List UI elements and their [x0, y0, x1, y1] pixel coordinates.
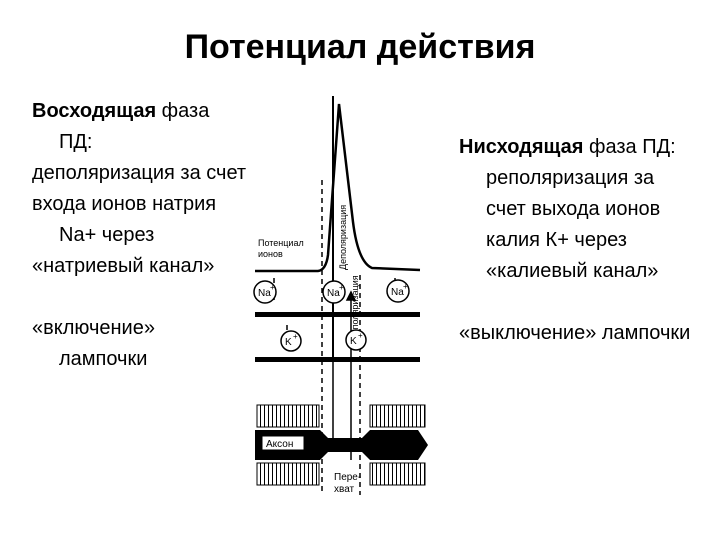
- svg-text:+: +: [270, 283, 275, 292]
- svg-text:+: +: [293, 332, 298, 341]
- potassium-ion-left: K +: [280, 330, 302, 352]
- svg-text:+: +: [339, 283, 344, 292]
- rising-phase-rest: фаза ПД:: [59, 100, 210, 153]
- svg-text:Na: Na: [327, 288, 340, 299]
- membrane-lower: [255, 357, 420, 362]
- myelin-bottom-left: [256, 462, 320, 486]
- repolarization-label: Реполяризация: [350, 275, 360, 340]
- sodium-ion-left: Na +: [253, 280, 277, 304]
- svg-text:+: +: [358, 331, 363, 340]
- left-paragraph-depolarization: деполяризация за счет: [32, 162, 247, 184]
- membrane-upper: [255, 312, 420, 317]
- slide-title: Потенциал действия: [184, 28, 536, 66]
- potential-label: Потенциал: [258, 238, 304, 248]
- node-label-line1: Пере-: [334, 472, 361, 483]
- svg-text:+: +: [403, 282, 408, 291]
- svg-text:K: K: [285, 337, 292, 348]
- svg-text:Na: Na: [258, 288, 271, 299]
- svg-text:Na: Na: [391, 287, 404, 298]
- node-label-line2: хват: [334, 484, 355, 495]
- sodium-ion-center: Na +: [322, 280, 346, 304]
- svg-text:ионов: ионов: [258, 249, 283, 259]
- svg-text:K: K: [350, 336, 357, 347]
- myelin-top-right: [369, 404, 426, 428]
- right-paragraph-lamp-off: «выключение» лампочки: [459, 322, 691, 344]
- myelin-top-left: [256, 404, 320, 428]
- falling-phase-rest: фаза ПД: реполяризация за счет выхода ио…: [486, 136, 676, 282]
- action-potential-figure: Потенциал ионов Деполяризация Реполяриза…: [253, 96, 428, 495]
- axon-label: Аксон: [266, 439, 293, 450]
- left-paragraph-rising-phase: Восходящая фаза ПД:: [32, 96, 247, 158]
- right-text-column: Нисходящая фаза ПД: реполяризация за сче…: [459, 132, 699, 349]
- left-paragraph-lamp-on: «включение» лампочки: [32, 317, 155, 370]
- depolarization-label: Деполяризация: [338, 205, 348, 270]
- myelin-bottom-right: [369, 462, 426, 486]
- left-paragraph-sodium-entry: входа ионов натрия Na+ через: [32, 193, 217, 246]
- sodium-ion-right: Na +: [386, 279, 410, 303]
- left-paragraph-sodium-channel: «натриевый канал»: [32, 255, 215, 277]
- falling-phase-term: Нисходящая: [459, 136, 584, 158]
- axon-label-box: [261, 435, 305, 451]
- left-text-column: Восходящая фаза ПД: деполяризация за сче…: [32, 96, 247, 375]
- potassium-ion-center: K +: [345, 329, 367, 351]
- rising-phase-term: Восходящая: [32, 100, 157, 122]
- action-potential-curve: [255, 103, 421, 273]
- ion-flow-arrows: [327, 290, 357, 460]
- right-paragraph-falling-phase: Нисходящая фаза ПД: реполяризация за сче…: [459, 132, 699, 287]
